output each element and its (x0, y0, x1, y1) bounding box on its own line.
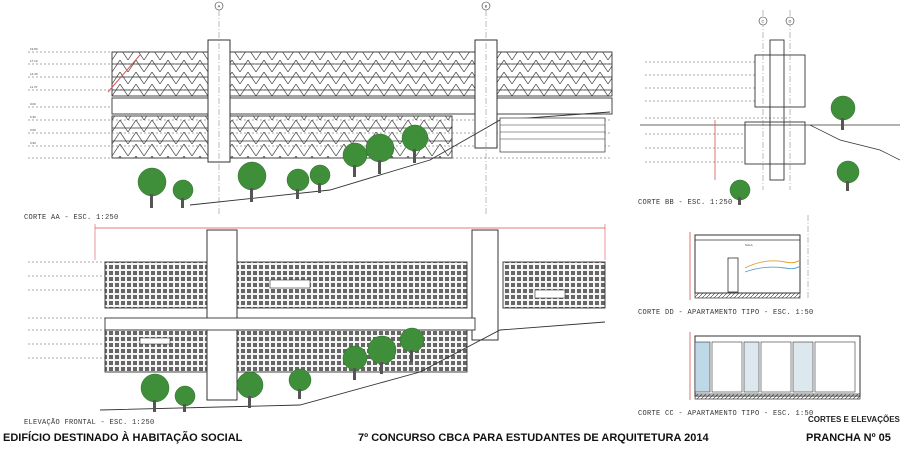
svg-text:SALA: SALA (745, 243, 753, 247)
tree-aa-8 (401, 124, 429, 163)
section-aa: 19.80 17.10 14.40 11.70 9.00 6.30 3.60 0.90 (28, 10, 613, 215)
tree-fe-2 (174, 385, 196, 412)
svg-text:0.90: 0.90 (30, 141, 36, 145)
tree-bb-2 (830, 95, 856, 130)
trees (137, 95, 860, 412)
tree-bb-3 (836, 160, 860, 191)
tree-fe-5 (342, 345, 368, 380)
svg-text:19.80: 19.80 (30, 47, 38, 51)
title-block: EDIFÍCIO DESTINADO À HABITAÇÃO SOCIAL 7º… (0, 430, 900, 448)
tree-aa-1 (137, 167, 167, 208)
tree-fe-3 (236, 371, 264, 408)
tree-bb-1 (729, 179, 751, 205)
board-subject: CORTES E ELEVAÇÕES (808, 415, 900, 424)
tree-aa-6 (342, 142, 368, 177)
caption-corte-cc: CORTE CC - APARTAMENTO TIPO - ESC. 1:50 (638, 410, 814, 418)
tree-aa-7 (365, 133, 395, 174)
grid-marker-d: D (789, 19, 792, 24)
front-elevation (28, 224, 606, 411)
section-cc (689, 332, 861, 400)
tree-aa-5 (309, 164, 331, 193)
svg-text:17.10: 17.10 (30, 59, 38, 63)
section-dd: SALA (689, 215, 809, 300)
tree-aa-4 (286, 168, 310, 199)
tree-fe-6 (367, 335, 397, 374)
tree-aa-2 (172, 179, 194, 208)
caption-corte-aa: CORTE AA - ESC. 1:250 (24, 214, 119, 222)
competition-title: 7º CONCURSO CBCA PARA ESTUDANTES DE ARQU… (358, 432, 709, 444)
svg-text:11.70: 11.70 (30, 85, 38, 89)
svg-text:6.30: 6.30 (30, 115, 36, 119)
grid-markers (214, 1, 795, 26)
caption-corte-dd: CORTE DD - APARTAMENTO TIPO - ESC. 1:50 (638, 309, 814, 317)
svg-text:14.40: 14.40 (30, 72, 38, 76)
tree-fe-1 (140, 373, 170, 412)
grid-marker-a: A (218, 4, 221, 9)
tree-fe-7 (399, 327, 425, 362)
grid-marker-c: C (762, 19, 765, 24)
board-number: PRANCHA Nº 05 (806, 432, 891, 444)
section-bb (640, 10, 900, 190)
tree-aa-3 (237, 161, 267, 202)
tree-fe-4 (288, 368, 312, 399)
svg-text:9.00: 9.00 (30, 102, 36, 106)
caption-corte-bb: CORTE BB - ESC. 1:250 (638, 199, 733, 207)
grid-marker-b: B (485, 4, 488, 9)
project-title: EDIFÍCIO DESTINADO À HABITAÇÃO SOCIAL (3, 432, 243, 444)
caption-elevacao-frontal: ELEVAÇÃO FRONTAL - ESC. 1:250 (24, 419, 155, 427)
svg-text:3.60: 3.60 (30, 128, 36, 132)
